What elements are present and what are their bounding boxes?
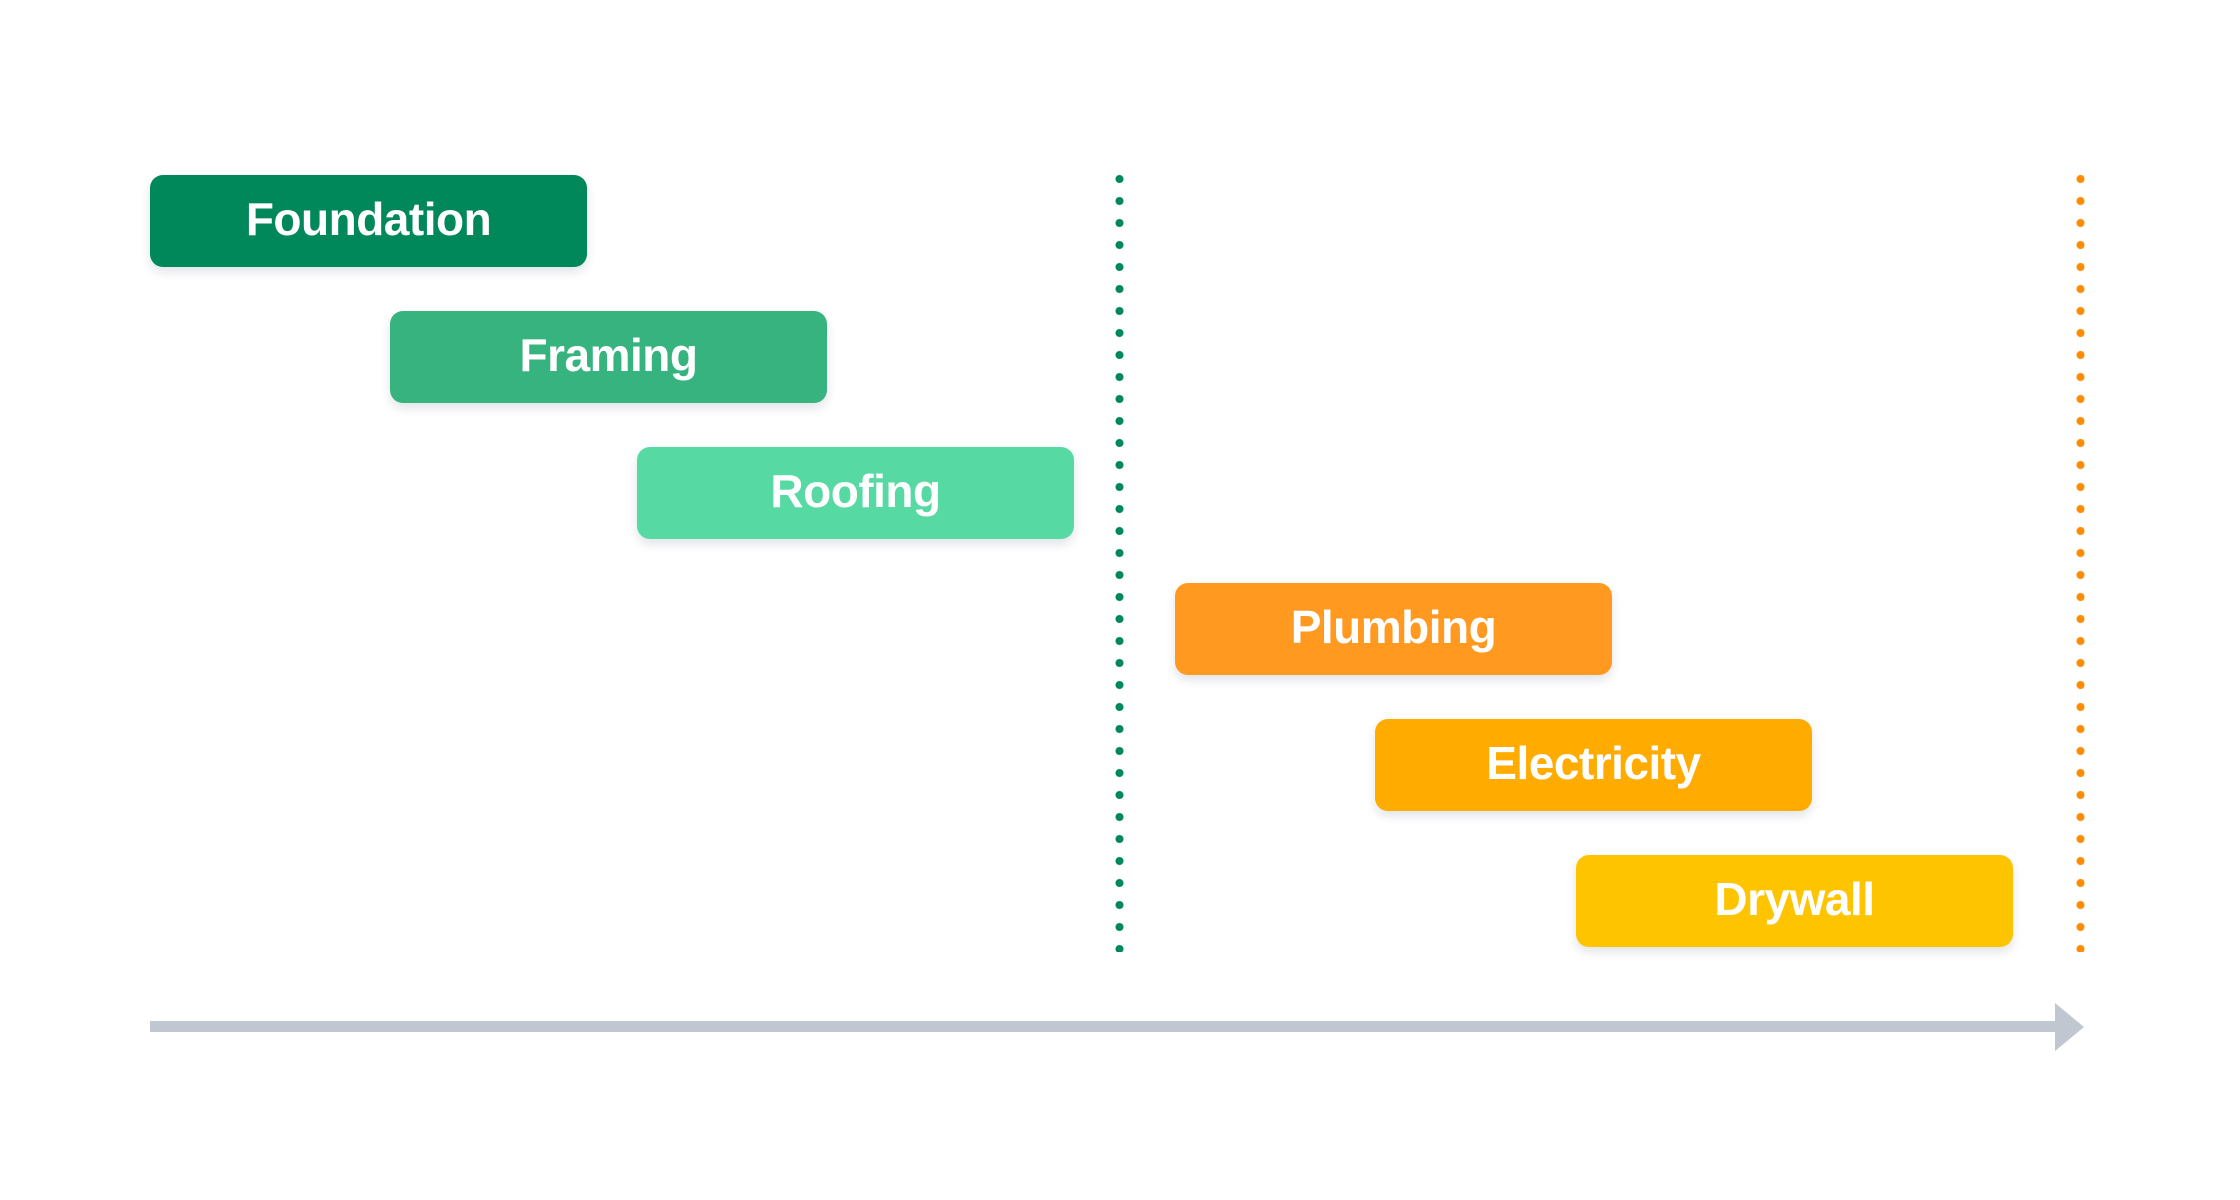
task-bar-roofing: Roofing [637, 447, 1074, 539]
end-deadline-dotted-line [2076, 168, 2085, 952]
task-label-drywall: Drywall [1714, 873, 1875, 925]
timeline-arrowhead-icon [2055, 1003, 2084, 1051]
task-label-plumbing: Plumbing [1290, 601, 1497, 653]
task-bar-foundation: Foundation [150, 175, 587, 267]
task-bar-framing: Framing [390, 311, 827, 403]
task-bar-plumbing: Plumbing [1175, 583, 1612, 675]
task-bar-electricity: Electricity [1375, 719, 1812, 811]
timeline-axis-line [150, 1021, 2056, 1032]
task-label-electricity: Electricity [1486, 737, 1701, 789]
phase-divider-dotted-line [1115, 168, 1124, 952]
task-label-roofing: Roofing [770, 465, 941, 517]
task-label-foundation: Foundation [245, 193, 492, 245]
task-bar-drywall: Drywall [1576, 855, 2013, 947]
task-label-framing: Framing [519, 329, 698, 381]
